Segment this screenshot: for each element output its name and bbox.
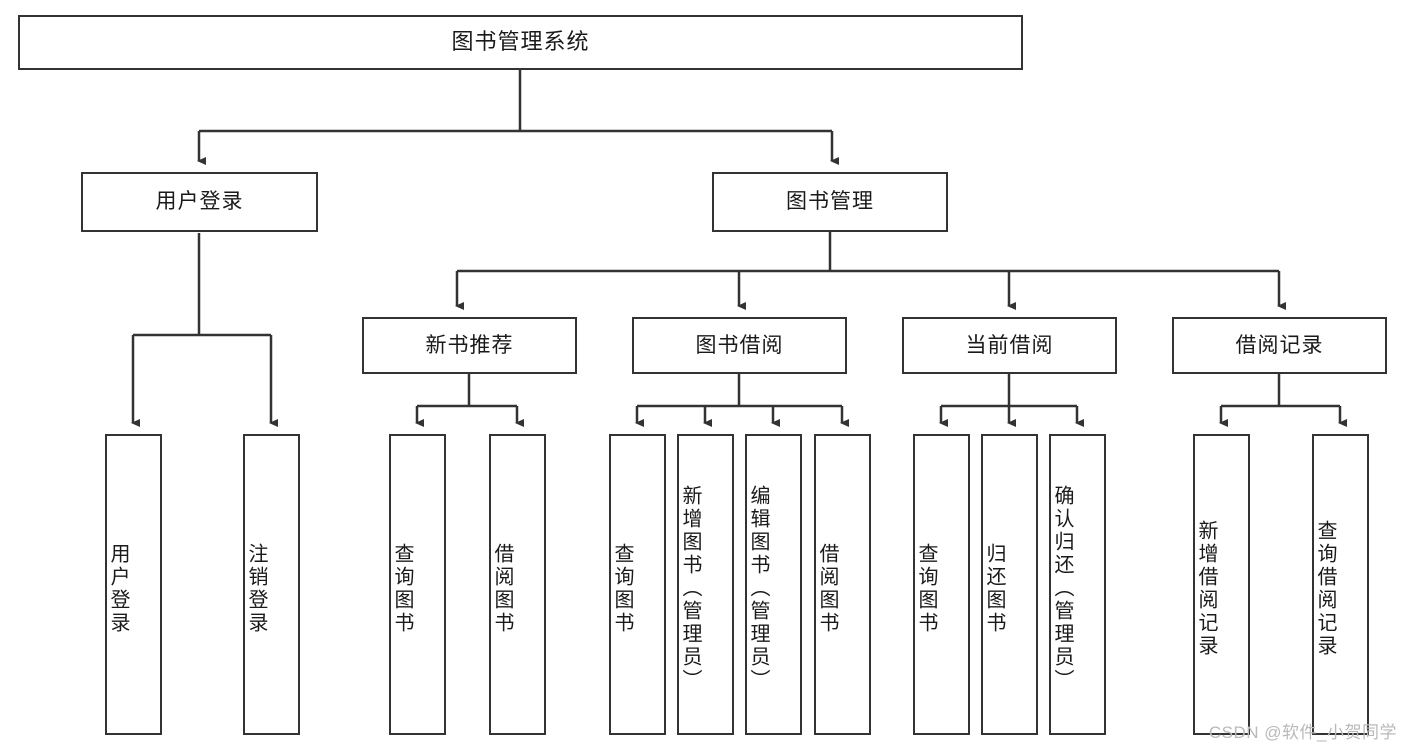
leaf-add-borrow-record[interactable]: 新增借阅记录: [1193, 434, 1250, 735]
leaf-query-book-borrow-label: 查询图书: [611, 542, 633, 635]
leaf-query-book-recommend-label: 查询图书: [391, 542, 413, 635]
leaf-edit-book-admin[interactable]: 编辑图书（管理员）: [745, 434, 802, 735]
leaf-query-book-recommend[interactable]: 查询图书: [389, 434, 446, 735]
leaf-borrow-book-label: 借阅图书: [816, 542, 838, 635]
leaf-edit-book-admin-label: 编辑图书（管理员）: [747, 485, 769, 692]
leaf-borrow-book-recommend[interactable]: 借阅图书: [489, 434, 546, 735]
node-current-borrow-label: 当前借阅: [965, 333, 1054, 357]
leaf-user-login-label: 用户登录: [107, 542, 129, 635]
node-current-borrow[interactable]: 当前借阅: [902, 317, 1117, 374]
node-book-borrow-label: 图书借阅: [695, 333, 784, 357]
node-book-management-label: 图书管理: [786, 190, 874, 214]
node-root-label: 图书管理系统: [451, 29, 590, 55]
node-borrow-record-label: 借阅记录: [1235, 333, 1324, 357]
leaf-logout-label: 注销登录: [245, 542, 267, 635]
leaf-query-book-borrow[interactable]: 查询图书: [609, 434, 666, 735]
node-root[interactable]: 图书管理系统: [18, 15, 1023, 70]
node-book-borrow[interactable]: 图书借阅: [632, 317, 847, 374]
leaf-borrow-book-recommend-label: 借阅图书: [491, 542, 513, 635]
leaf-query-book-current-label: 查询图书: [915, 542, 937, 635]
leaf-borrow-book[interactable]: 借阅图书: [814, 434, 871, 735]
node-user-login-label: 用户登录: [155, 190, 244, 214]
leaf-add-book-admin-label: 新增图书（管理员）: [679, 485, 701, 692]
watermark-text: CSDN @软件_小贺同学: [1208, 723, 1397, 742]
leaf-query-borrow-record[interactable]: 查询借阅记录: [1312, 434, 1369, 735]
leaf-logout[interactable]: 注销登录: [243, 434, 300, 735]
leaf-add-book-admin[interactable]: 新增图书（管理员）: [677, 434, 734, 735]
leaf-return-book[interactable]: 归还图书: [981, 434, 1038, 735]
node-new-book-recommend[interactable]: 新书推荐: [362, 317, 577, 374]
leaf-return-book-label: 归还图书: [983, 542, 1005, 635]
node-new-book-recommend-label: 新书推荐: [425, 333, 514, 357]
node-book-management[interactable]: 图书管理: [712, 172, 948, 232]
node-user-login[interactable]: 用户登录: [81, 172, 318, 232]
leaf-query-borrow-record-label: 查询借阅记录: [1314, 519, 1336, 658]
leaf-confirm-return-admin[interactable]: 确认归还（管理员）: [1049, 434, 1106, 735]
leaf-user-login[interactable]: 用户登录: [105, 434, 162, 735]
leaf-confirm-return-admin-label: 确认归还（管理员）: [1051, 485, 1073, 692]
node-borrow-record[interactable]: 借阅记录: [1172, 317, 1387, 374]
leaf-query-book-current[interactable]: 查询图书: [913, 434, 970, 735]
leaf-add-borrow-record-label: 新增借阅记录: [1195, 519, 1217, 658]
